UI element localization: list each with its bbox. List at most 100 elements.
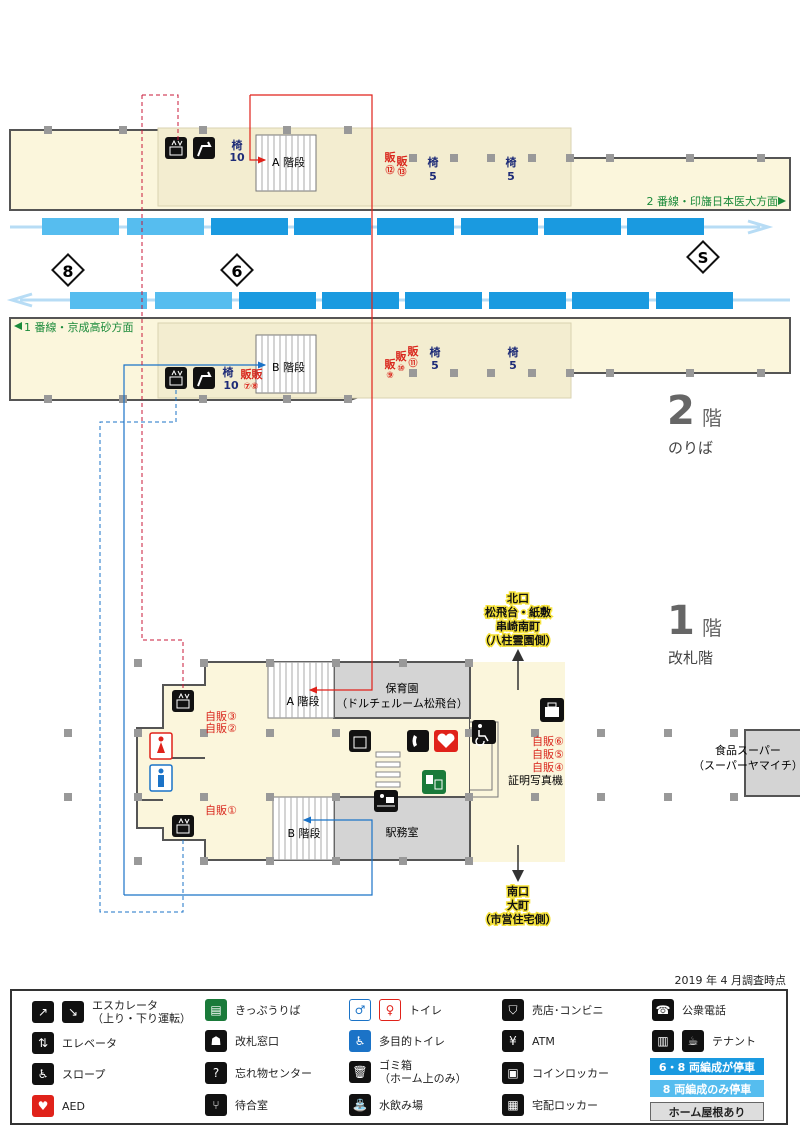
legend-trash-note: （ホーム上のみ） <box>379 1072 467 1085</box>
coin-locker-icon: ▣ <box>502 1062 524 1084</box>
survey-date: 2019 年 4 月調査時点 <box>674 974 786 987</box>
legend-ticket: ▤きっぷうりば <box>205 999 301 1021</box>
ticket-machine-icon <box>422 770 446 794</box>
vending-label: 販 <box>241 367 253 381</box>
elevator-icon <box>172 815 194 837</box>
legend-escalator-note: （上り・下り運転） <box>92 1012 191 1025</box>
route-elevator-2 <box>99 390 184 913</box>
vending-6-label: 自販⑥ <box>532 735 564 748</box>
water-fountain-icon: ⛲ <box>349 1094 371 1116</box>
water-fountain-icon <box>193 367 215 389</box>
bench-label: 椅 <box>428 155 439 169</box>
women-toilet-icon <box>149 732 173 760</box>
vending-number: ⑬ <box>397 166 406 178</box>
legend-shop: ⛉売店･コンビニ <box>502 999 604 1021</box>
vending-number: ⑩ <box>397 364 405 374</box>
vending-number: ⑦⑧ <box>243 382 259 392</box>
bench-label: 椅 <box>223 365 234 379</box>
legend-aed: ♥ AED <box>32 1095 85 1117</box>
aed-icon: ♥ <box>32 1095 54 1117</box>
waiting-room-icon: ⑂ <box>205 1094 227 1116</box>
legend-toilet-label: トイレ <box>409 1004 442 1017</box>
vending-2-label: 自販② <box>205 722 237 735</box>
legend-phone: ☎公衆電話 <box>652 999 726 1021</box>
cafe-tenant-icon: ☕ <box>682 1030 704 1052</box>
legend-elevator-label: エレベータ <box>62 1037 117 1050</box>
floor-2-number: 2 <box>667 388 695 434</box>
vending-label: 販 <box>397 154 409 168</box>
pillars-platform-2 <box>44 126 765 162</box>
escalator-icon: ↗ <box>32 1001 54 1023</box>
elevator-icon <box>165 367 187 389</box>
floor-2-kai: 階 <box>702 406 722 430</box>
bench-label: 椅 <box>232 138 243 152</box>
women-toilet-icon: ♀ <box>379 999 401 1021</box>
legend-multi-toilet: ♿ 多目的トイレ <box>349 1030 445 1052</box>
legend-ticket-label: きっぷうりば <box>235 1004 301 1017</box>
phone-icon <box>407 730 429 752</box>
station-office-label: 駅務室 <box>386 825 419 839</box>
legend-water-label: 水飲み場 <box>379 1099 423 1112</box>
floor-1-kai: 階 <box>702 616 722 640</box>
vending-label: 販 <box>408 344 420 358</box>
bench-count: 5 <box>429 170 437 183</box>
legend: ↗ ↘ エスカレータ（上り・下り運転） ⇅エレベータ ♿スロープ ♥ AED ▤きっ… <box>10 989 788 1125</box>
north-exit-dest: （八柱霊園側） <box>480 633 557 647</box>
men-toilet-icon <box>149 764 173 792</box>
vending-number: ⑪ <box>408 357 417 369</box>
stairs-a-label: A 階段 <box>272 155 305 169</box>
slope-icon: ♿ <box>32 1063 54 1085</box>
elevator-icon <box>172 690 194 712</box>
north-exit-label: 北口 <box>507 591 529 605</box>
stairs-a-label: A 階段 <box>286 694 319 708</box>
legend-waiting: ⑂待合室 <box>205 1094 268 1116</box>
legend-tenant-label: テナント <box>712 1035 756 1048</box>
bench-count: 5 <box>431 359 439 372</box>
vending-label: 販 <box>385 357 397 371</box>
legend-gate-window-label: 改札窓口 <box>235 1035 279 1048</box>
north-exit-dest: 串崎南町 <box>496 619 540 633</box>
legend-atm: ¥ATM <box>502 1030 555 1052</box>
gate-window-icon: ☗ <box>205 1030 227 1052</box>
legend-trash-label: ゴミ箱 <box>379 1059 412 1072</box>
track-line-1 <box>6 292 790 309</box>
escalator-icon: ↘ <box>62 1001 84 1023</box>
legend-bar-roof: ホーム屋根あり <box>650 1102 764 1121</box>
legend-shop-label: 売店･コンビニ <box>532 1004 604 1017</box>
legend-multi-toilet-label: 多目的トイレ <box>379 1035 445 1048</box>
track-line-2 <box>10 218 774 235</box>
legend-elevator: ⇅エレベータ <box>32 1032 117 1054</box>
bench-label: 椅 <box>508 345 519 359</box>
south-exit-label: 南口 <box>507 884 529 898</box>
water-fountain-icon <box>193 137 215 159</box>
multipurpose-toilet-icon: ♿ <box>349 1030 371 1052</box>
south-exit-dest: 大町 <box>507 898 529 912</box>
legend-slope: ♿スロープ <box>32 1063 105 1085</box>
vending-number: ⑨ <box>386 371 394 381</box>
route-stairs-a <box>249 94 373 694</box>
legend-aed-label: AED <box>62 1099 85 1113</box>
route-elevator-1 <box>141 94 184 690</box>
vending-4-label: 自販④ <box>532 761 564 774</box>
supermarket-label: （スーパーヤマイチ） <box>693 759 800 772</box>
bench-count: 10 <box>223 379 239 392</box>
svg-text:S: S <box>698 249 709 267</box>
pillars-platform-1 <box>44 369 765 403</box>
stop-marker-8: 8 <box>51 253 85 287</box>
delivery-locker-icon: ▦ <box>502 1094 524 1116</box>
legend-bar-8-cars: 8 両編成のみ停車 <box>650 1080 764 1097</box>
vending-3-label: 自販③ <box>205 710 237 723</box>
legend-coin-locker: ▣コインロッカー <box>502 1062 609 1084</box>
legend-escalator: ↗ ↘ エスカレータ（上り・下り運転） <box>32 999 191 1025</box>
nursery-label: （ドルチェルーム松飛台） <box>336 696 468 710</box>
bench-label: 椅 <box>506 155 517 169</box>
line-1-label: 1 番線・京成高砂方面 <box>24 320 134 334</box>
legend-escalator-label: エスカレータ <box>92 999 158 1012</box>
stairs-b-label: B 階段 <box>272 360 305 374</box>
legend-lost-found-label: 忘れ物センター <box>235 1067 312 1080</box>
bench-count: 5 <box>509 359 517 372</box>
vending-label: 販 <box>252 367 264 381</box>
station-map: 8 6 S 2 番線・印旛日本医大方面 1 番線・京成高砂方面 椅 10 椅 5… <box>6 94 800 928</box>
vending-number: ⑫ <box>385 164 394 176</box>
vending-tenant-icon: ▥ <box>652 1030 674 1052</box>
